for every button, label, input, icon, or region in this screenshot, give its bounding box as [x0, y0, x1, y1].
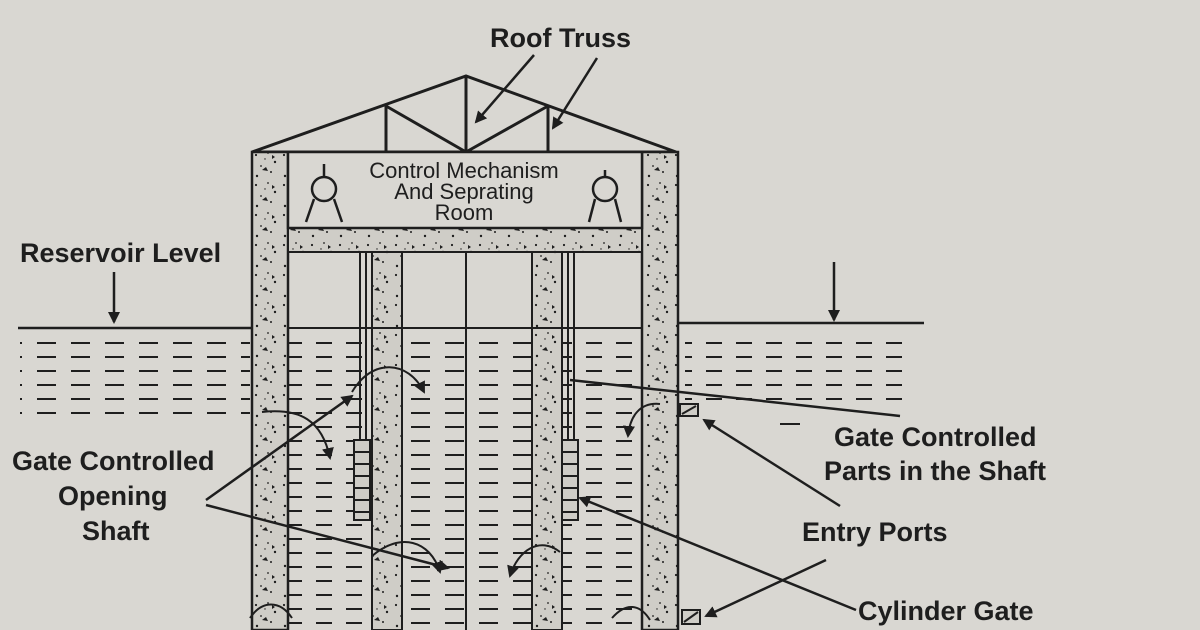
roof-truss-structure: [251, 74, 677, 154]
hoist-machine-right: [587, 170, 623, 223]
tower-concrete: [250, 150, 680, 630]
gate-controlled-opening-label-line2: Opening: [58, 481, 168, 511]
entry-ports: [679, 403, 701, 625]
cylinder-gate-label: Cylinder Gate: [858, 596, 1034, 626]
gate-controlled-opening-label-line1: Gate Controlled: [12, 446, 215, 476]
roof-truss-label: Roof Truss: [490, 23, 632, 53]
flow-arrows: [249, 366, 661, 621]
control-room: [286, 150, 644, 230]
gate-controlled-parts-label-line2: Parts in the Shaft: [824, 456, 1047, 486]
hoist-machine-left: [304, 164, 344, 223]
entry-ports-label: Entry Ports: [802, 517, 948, 547]
control-room-label-line1: Control Mechanism: [369, 158, 559, 183]
control-room-label-line3: Room: [434, 200, 494, 225]
gate-controlled-opening-label-line3: Shaft: [82, 516, 150, 546]
reservoir-level-label: Reservoir Level: [20, 238, 222, 268]
label-pointers: [108, 54, 901, 618]
gate-shafts: [353, 252, 579, 521]
gate-controlled-parts-label-line1: Gate Controlled: [834, 422, 1037, 452]
control-room-label-line2: And Seprating: [394, 179, 534, 204]
reservoir-water: [18, 321, 924, 425]
shaft-interior: [287, 251, 643, 630]
